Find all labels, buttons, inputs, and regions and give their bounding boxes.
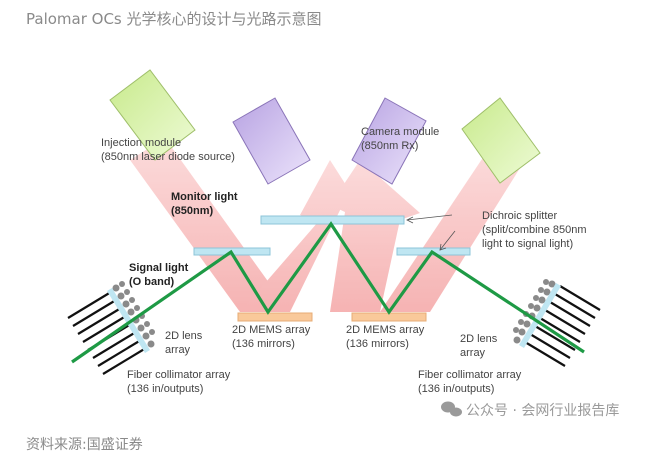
fiber-collimator-left — [67, 291, 147, 375]
beam-right-up — [330, 160, 420, 312]
fiber-collimator-right — [524, 285, 601, 367]
fiber-plate-right — [519, 283, 561, 348]
dichroic-splitter-top — [260, 215, 405, 225]
beam-right-down — [380, 150, 520, 312]
beam-left-up — [240, 160, 360, 312]
splitter-pointer-arrows — [406, 214, 456, 251]
injection-module-right — [461, 97, 541, 184]
watermark-text: 公众号 · 会网行业报告库 — [466, 403, 619, 419]
injection-module-label: Injection module (850nm laser diode sour… — [101, 137, 235, 163]
camera-module-label: Camera module (850nm Rx) — [361, 126, 442, 152]
camera-module-right — [351, 97, 427, 185]
lens-array-left — [112, 281, 155, 348]
page-title: Palomar OCs 光学核心的设计与光路示意图 — [26, 10, 322, 28]
injection-module-left — [109, 69, 196, 161]
mems-array-left — [237, 312, 313, 322]
fiber-right-label: Fiber collimator array (136 in/outputs) — [418, 369, 524, 395]
beam-left-down — [130, 138, 290, 312]
fiber-plate-left — [107, 288, 150, 353]
dichroic-splitter-label: Dichroic splitter (split/combine 850nm l… — [482, 210, 590, 250]
mems-right-label: 2D MEMS array (136 mirrors) — [346, 324, 427, 350]
wechat-icon — [441, 401, 462, 417]
monitor-light-label: Monitor light (850nm) — [171, 191, 241, 217]
signal-light-label: Signal light (O band) — [129, 262, 191, 288]
lens-array-left-label: 2D lens array — [165, 330, 205, 356]
watermark: 公众号 · 会网行业报告库 — [441, 401, 619, 419]
lens-array-right-label: 2D lens array — [460, 333, 500, 359]
signal-light-path — [71, 221, 585, 364]
lens-array-right — [513, 279, 556, 344]
source-caption: 资料来源:国盛证券 — [26, 437, 143, 453]
monitor-light-beams — [130, 138, 520, 312]
fiber-left-label: Fiber collimator array (136 in/outputs) — [127, 369, 233, 395]
camera-module-left — [232, 97, 311, 185]
mems-left-label: 2D MEMS array (136 mirrors) — [232, 324, 313, 350]
